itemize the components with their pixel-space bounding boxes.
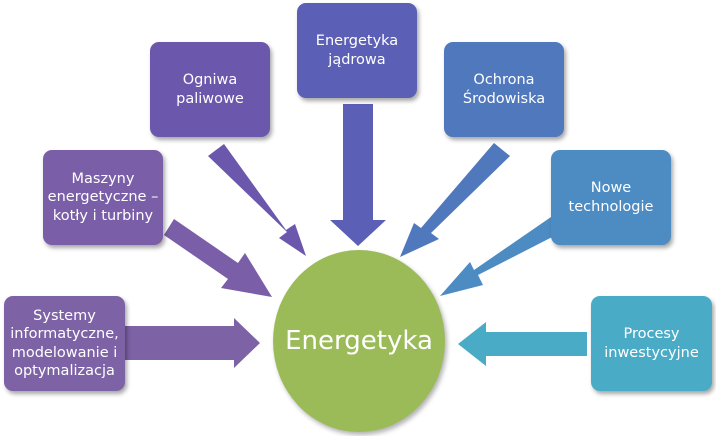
node-ochrona: Ochrona Środowiska [444, 42, 564, 137]
arrow-procesy [458, 322, 587, 366]
arrow-maszyny [164, 219, 272, 297]
arrow-jadrowa [330, 104, 386, 246]
arrow-ochrona [400, 143, 510, 257]
arrow-systemy [124, 318, 260, 368]
arrow-nowe [440, 217, 560, 296]
node-systemy-label: Systemy informatyczne, modelowanie i opt… [10, 308, 119, 379]
node-ogniwa-label: Ogniwa paliwowe [176, 72, 244, 107]
node-procesy: Procesy inwestycyjne [591, 296, 712, 391]
center-label: Energetyka [285, 326, 433, 356]
arrow-ogniwa [208, 144, 306, 256]
node-procesy-label: Procesy inwestycyjne [604, 326, 699, 361]
node-systemy: Systemy informatyczne, modelowanie i opt… [4, 296, 125, 391]
node-ogniwa: Ogniwa paliwowe [150, 42, 270, 137]
node-maszyny: Maszyny energetyczne – kotły i turbiny [43, 150, 163, 245]
node-maszyny-label: Maszyny energetyczne – kotły i turbiny [47, 171, 159, 224]
node-jadrowa-label: Energetyka jądrowa [315, 33, 399, 68]
node-nowe: Nowe technologie [551, 150, 671, 245]
node-jadrowa: Energetyka jądrowa [297, 3, 417, 98]
node-nowe-label: Nowe technologie [568, 180, 654, 215]
node-ochrona-label: Ochrona Środowiska [462, 72, 546, 107]
center-circle: Energetyka [273, 250, 445, 432]
